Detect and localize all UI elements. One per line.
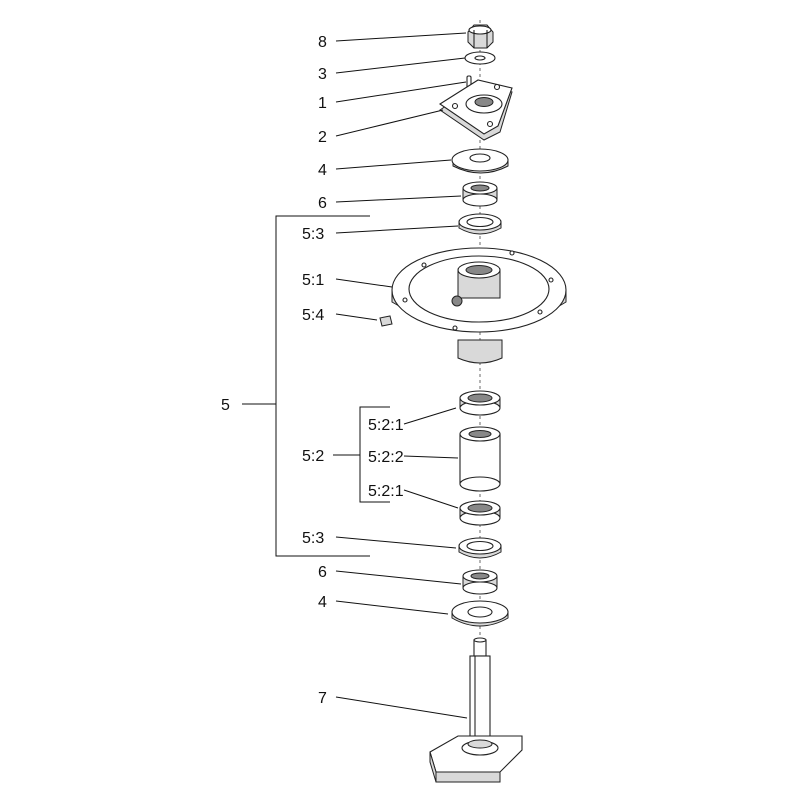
part-5-3-ring-bottom — [458, 537, 502, 559]
label-3: 3 — [318, 66, 327, 83]
leader-lines — [335, 32, 468, 719]
part-6-bushing-bottom — [462, 569, 498, 595]
label-5-3-top: 5:3 — [302, 226, 324, 243]
part-4-cap-top — [451, 148, 509, 174]
label-5-3-bottom: 5:3 — [302, 530, 324, 547]
label-5-2-1-bottom: 5:2:1 — [368, 483, 404, 500]
label-1: 1 — [318, 95, 327, 112]
label-6-top: 6 — [318, 195, 327, 212]
part-5-2-1-bearing-top — [459, 390, 501, 416]
group-5-2-bracket — [333, 406, 390, 503]
label-5-2: 5:2 — [302, 448, 324, 465]
part-8-nut — [467, 24, 494, 49]
label-5-2-1-top: 5:2:1 — [368, 417, 404, 434]
label-4-bottom: 4 — [318, 594, 327, 611]
label-2: 2 — [318, 129, 327, 146]
part-5-3-ring-top — [458, 213, 502, 235]
label-5: 5 — [221, 397, 230, 414]
part-3-washer — [464, 51, 496, 65]
part-5-1-housing — [391, 247, 567, 364]
group-5-bracket — [242, 215, 370, 557]
part-5-2-2-spacer — [459, 426, 501, 492]
part-2-flange-bearing — [438, 79, 513, 141]
part-labels: 8 3 1 2 4 6 5:3 5:1 5:4 5 5:2:1 5:2 5:2:… — [221, 34, 404, 707]
part-5-4-grease-nipple — [379, 315, 393, 327]
label-8: 8 — [318, 34, 327, 51]
label-5-4: 5:4 — [302, 307, 324, 324]
label-7: 7 — [318, 690, 327, 707]
label-5-2-2: 5:2:2 — [368, 449, 404, 466]
label-4-top: 4 — [318, 162, 327, 179]
part-4-cap-bottom — [451, 600, 509, 627]
part-7-spindle-shaft — [429, 637, 523, 783]
part-5-2-1-bearing-bottom — [459, 500, 501, 526]
part-6-bushing-top — [462, 181, 498, 207]
label-5-1: 5:1 — [302, 272, 324, 289]
label-6-bottom: 6 — [318, 564, 327, 581]
